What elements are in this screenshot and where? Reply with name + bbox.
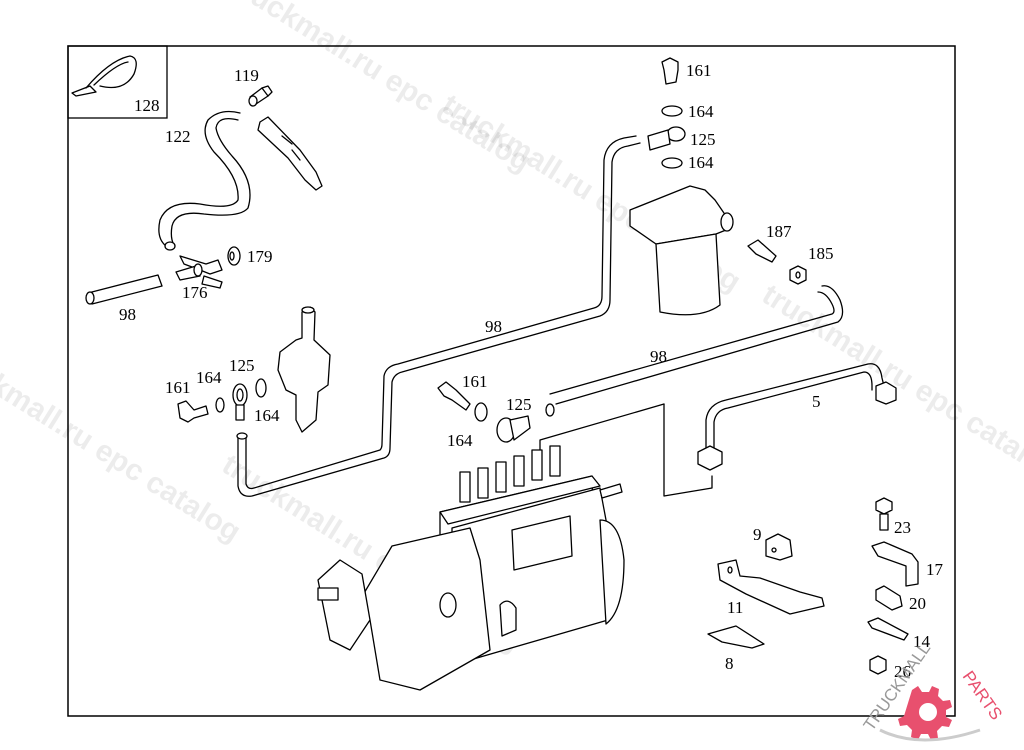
banjo-fitting-group-middle [437,381,531,443]
callout-164: 164 [254,406,280,425]
bolt-part-23 [875,497,893,531]
callout-187: 187 [766,222,792,241]
callout-161: 161 [462,372,488,391]
diagram-frame [67,45,956,717]
callout-11: 11 [727,598,743,617]
hollow-screw-part-187 [747,239,777,263]
callout-9: 9 [753,525,762,544]
fuel-filter [629,185,734,316]
callout-5: 5 [812,392,821,411]
injection-line-part-5 [539,363,897,497]
nut-part-185 [789,265,807,285]
injection-pump [317,445,625,691]
bracket-part-11 [717,559,825,615]
callout-17: 17 [926,560,944,579]
banjo-fitting-group-left [177,378,267,423]
callout-161: 161 [686,61,712,80]
callout-23: 23 [894,518,911,537]
bracket-part-8 [707,625,765,649]
bracket-part-9 [765,533,793,561]
fuel-line-part-98-long [236,135,641,497]
callout-128: 128 [134,96,160,115]
callout-125: 125 [229,356,255,375]
callout-98: 98 [485,317,502,336]
watermark-text: truckmall.ru epc catalog [756,278,1024,489]
nut-part-26 [869,655,887,675]
callout-26: 26 [894,662,911,681]
callout-122: 122 [165,127,191,146]
plate-part-14 [867,617,909,641]
callout-125: 125 [690,130,716,149]
washer-part-179 [227,246,241,266]
t-connector-part-176 [175,255,223,289]
callout-labels: 128 119 122 179 176 98 161 164 125 164 9… [119,61,944,681]
callout-14: 14 [913,632,931,651]
callout-164: 164 [688,153,714,172]
hose-part-98-left [85,274,163,305]
inset-box-128 [67,45,168,119]
banjo-fitting-group-filter [647,57,686,169]
nipple-part-119 [248,85,273,107]
watermark-text: truckmall.ru epc catalog [226,0,536,179]
logo-text-parts: PARTS [959,667,1006,723]
cable-tie-part-128 [71,55,137,97]
callout-8: 8 [725,654,734,673]
rubber-buffer-part-20 [875,585,903,611]
callout-98: 98 [119,305,136,324]
hand-primer-pump [277,306,331,433]
bracket-part-17 [871,541,919,587]
callout-20: 20 [909,594,926,613]
callout-161: 161 [165,378,191,397]
callout-164: 164 [447,431,473,450]
callout-185: 185 [808,244,834,263]
callout-98: 98 [650,347,667,366]
callout-179: 179 [247,247,273,266]
return-hose-part-122 [158,110,251,251]
truckmallparts-logo: TRUCKMALL PARTS [860,639,1006,742]
fuel-line-part-98-right [545,285,844,417]
callout-164: 164 [196,368,222,387]
callout-176: 176 [182,283,208,302]
callout-125: 125 [506,395,532,414]
callout-164: 164 [688,102,714,121]
injector-nozzle [257,116,323,191]
pump-outlets [459,445,561,503]
callout-119: 119 [234,66,259,85]
